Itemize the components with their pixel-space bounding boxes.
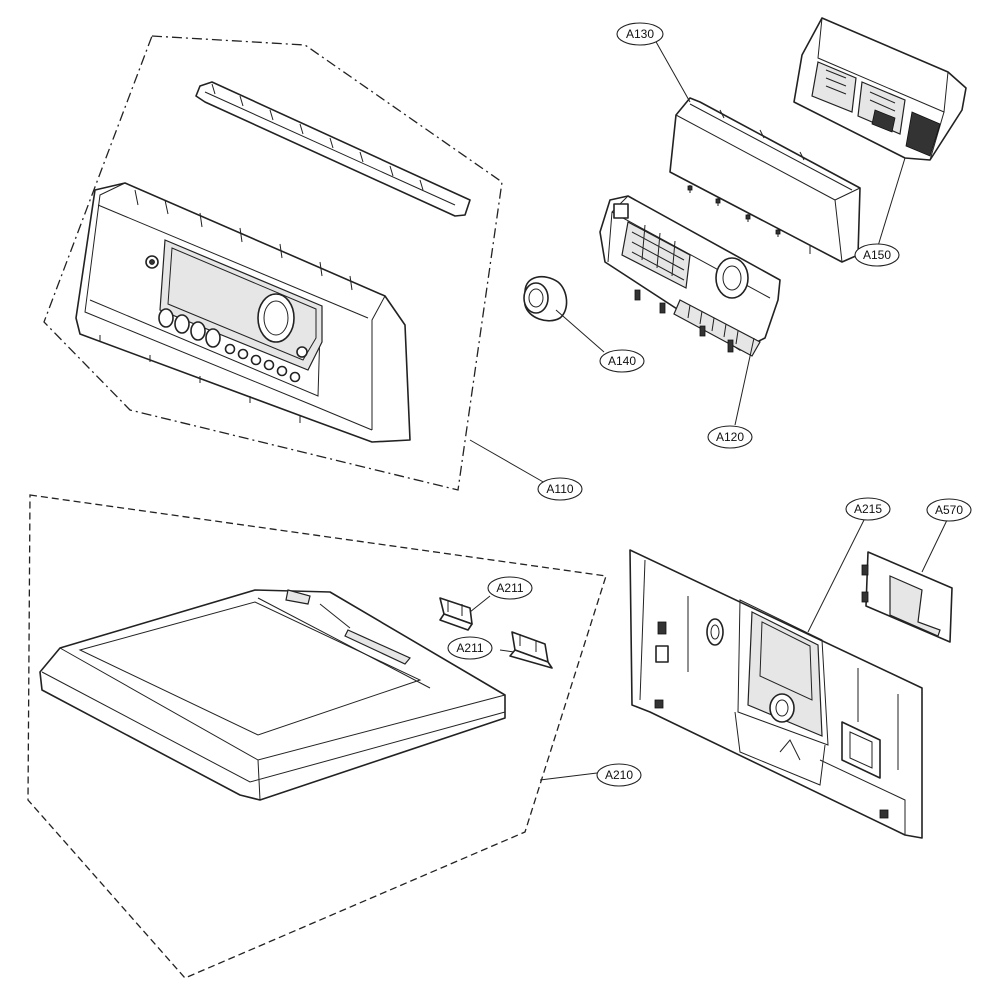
- leader-a120: [734, 337, 755, 426]
- callout-a210: A210: [596, 763, 642, 787]
- leader-a215: [807, 517, 866, 633]
- control-panel-trim-strip: [195, 81, 471, 217]
- rear-cover-plate: [861, 551, 953, 643]
- top-cover-group-boundary: [27, 494, 607, 979]
- callout-a211-top-text: A211: [496, 581, 523, 595]
- pcb-cover: [669, 97, 861, 263]
- leader-a211-bottom: [499, 649, 515, 653]
- leader-a150: [877, 157, 906, 247]
- callout-a140: A140: [599, 349, 645, 373]
- hinge-bracket-lower: [509, 631, 553, 669]
- callout-a120-text: A120: [716, 430, 744, 444]
- leader-a130: [654, 39, 691, 103]
- callout-a215: A215: [845, 497, 891, 521]
- leader-a110: [469, 439, 546, 484]
- callout-a120: A120: [707, 425, 753, 449]
- callout-a150-text: A150: [863, 248, 891, 262]
- control-panel-group-boundary: [43, 35, 503, 491]
- rear-panel: [629, 549, 923, 839]
- callout-a130: A130: [616, 22, 664, 46]
- top-cover: [39, 589, 506, 801]
- leader-a210: [539, 772, 598, 781]
- callout-a211-bottom-text: A211: [456, 641, 483, 655]
- callout-a110: A110: [537, 477, 583, 501]
- callout-a150: A150: [854, 243, 900, 267]
- callout-a210-text: A210: [605, 768, 633, 782]
- leader-a570: [921, 517, 949, 573]
- callout-a130-text: A130: [626, 27, 654, 41]
- callout-a140-text: A140: [608, 354, 636, 368]
- callout-a570-text: A570: [935, 503, 963, 517]
- leader-a211-top: [469, 595, 491, 613]
- callout-a570: A570: [926, 498, 972, 522]
- callout-a211-bottom: A211: [447, 636, 493, 660]
- callout-a211-top: A211: [487, 576, 533, 600]
- hinge-bracket-upper: [439, 597, 473, 631]
- control-panel-body: [75, 182, 411, 443]
- callout-a215-text: A215: [854, 502, 882, 516]
- control-pcb-assembly: [599, 195, 781, 357]
- leader-a140: [555, 309, 605, 353]
- knob: [523, 275, 568, 322]
- module-housing: [793, 17, 967, 161]
- callout-a110-text: A110: [546, 482, 573, 496]
